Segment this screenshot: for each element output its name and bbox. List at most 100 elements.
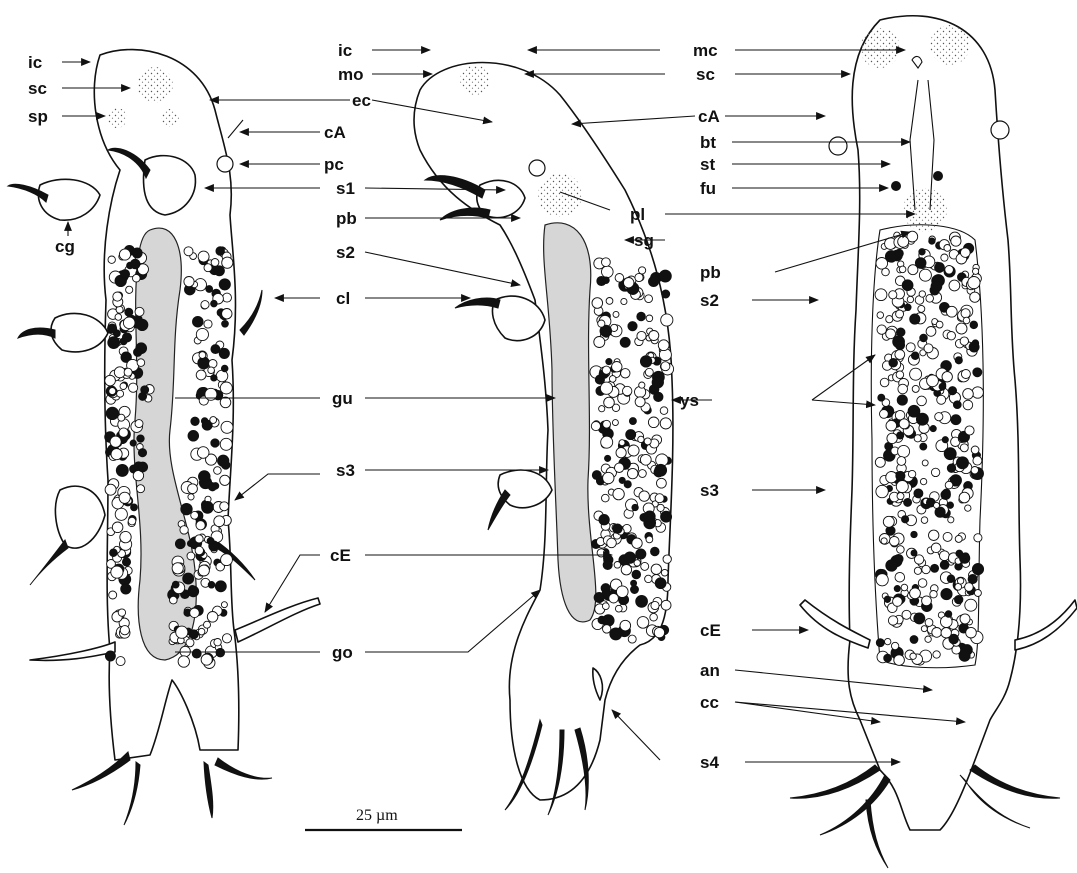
storage-cell (951, 415, 961, 425)
storage-cell (115, 508, 127, 520)
right-fu-left (891, 181, 901, 191)
storage-cell (941, 254, 948, 261)
storage-cell (603, 560, 612, 569)
storage-cell (889, 291, 897, 299)
storage-cell (106, 407, 118, 419)
storage-cell (129, 383, 138, 392)
storage-cell (896, 481, 908, 493)
storage-cell (902, 610, 911, 619)
storage-cell (172, 581, 179, 588)
storage-cell (119, 428, 128, 437)
storage-cell (201, 654, 212, 665)
storage-cell (661, 314, 673, 326)
storage-cell (621, 369, 630, 378)
storage-cell (908, 470, 915, 477)
label-sg: sg (634, 231, 654, 250)
storage-cell (961, 370, 970, 379)
storage-cell (897, 395, 907, 405)
storage-cell (628, 468, 638, 478)
label-cl: cl (336, 289, 350, 308)
storage-cell (914, 435, 921, 442)
storage-cell (930, 591, 937, 598)
storage-cell (961, 309, 970, 318)
storage-cell (615, 605, 622, 612)
storage-cell (204, 621, 211, 628)
storage-cell (899, 266, 906, 273)
storage-cell (910, 588, 921, 599)
storage-cell (651, 276, 659, 284)
storage-cell (961, 248, 971, 258)
label-bt: bt (700, 133, 716, 152)
storage-cell (880, 378, 889, 387)
storage-cell (929, 530, 939, 540)
storage-cell (604, 397, 615, 408)
storage-cell (965, 426, 974, 435)
storage-cell (934, 502, 940, 508)
storage-cell (122, 333, 131, 342)
storage-cell (199, 471, 211, 483)
storage-cell (921, 517, 928, 524)
storage-cell (895, 341, 904, 350)
storage-cell (186, 639, 194, 647)
storage-cell (644, 438, 651, 445)
storage-cell (220, 475, 230, 485)
storage-cell (121, 584, 131, 594)
storage-cell (111, 449, 122, 460)
storage-cell (621, 565, 631, 575)
storage-cell (965, 583, 974, 592)
storage-cell (221, 365, 228, 372)
storage-cell (940, 551, 950, 561)
storage-cell (877, 312, 884, 319)
storage-cell (876, 639, 884, 647)
storage-cell (195, 535, 203, 543)
storage-cell (893, 597, 903, 607)
storage-cell (655, 578, 666, 589)
storage-cell (904, 498, 912, 506)
storage-cell (105, 651, 115, 661)
storage-cell (109, 388, 116, 395)
storage-cell (188, 484, 198, 494)
storage-cell (898, 445, 910, 457)
storage-cell (211, 345, 220, 354)
storage-cell (599, 406, 605, 412)
storage-cell (634, 560, 640, 566)
right-eye-spot-left (860, 28, 900, 68)
left-pc (217, 156, 233, 172)
storage-cell (891, 642, 898, 649)
storage-cell (183, 573, 194, 584)
storage-cell (198, 357, 210, 369)
storage-cell (209, 484, 216, 491)
storage-cell (641, 562, 649, 570)
storage-cell (222, 320, 229, 327)
storage-cell (196, 328, 208, 340)
storage-cell (120, 383, 127, 390)
storage-cell (919, 269, 931, 281)
storage-cell (895, 350, 905, 360)
storage-cell (910, 653, 916, 659)
leader-s3-left (235, 474, 320, 500)
storage-cell (973, 368, 982, 377)
storage-cell (624, 278, 634, 288)
storage-cell (628, 445, 639, 456)
scale-bar-text: 25 µm (356, 807, 398, 824)
left-specimen (8, 50, 320, 825)
storage-cell (645, 368, 653, 376)
storage-cell (959, 492, 970, 503)
storage-cell (886, 329, 896, 339)
right-fu-right (933, 171, 943, 181)
storage-cell (220, 382, 232, 394)
right-specimen (790, 16, 1077, 868)
storage-cell (130, 440, 136, 446)
storage-cell (221, 602, 227, 608)
storage-cell (118, 414, 125, 421)
storage-cell (110, 436, 121, 447)
storage-cell (935, 413, 943, 421)
storage-cell (635, 273, 643, 281)
storage-cell (890, 536, 900, 546)
storage-cell (191, 511, 199, 519)
storage-cell (654, 392, 663, 401)
storage-cell (122, 558, 130, 566)
storage-cell (132, 248, 142, 258)
storage-cell (919, 249, 925, 255)
storage-cell (931, 543, 941, 553)
